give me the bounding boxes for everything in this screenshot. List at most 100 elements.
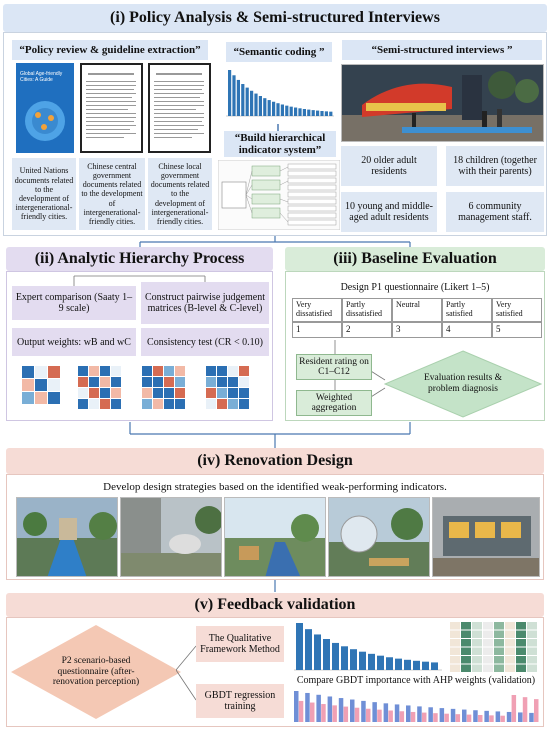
- heatmap-cell: [450, 664, 460, 672]
- heatmap-cell: [153, 399, 163, 409]
- heatmap-cell: [111, 366, 121, 376]
- un-documents-card: United Nations documents related to the …: [12, 158, 76, 230]
- decor-bar: [534, 699, 539, 722]
- heatmap-cell: [100, 377, 110, 387]
- heatmap-cell: [48, 366, 60, 378]
- semantic-coding-chart: [220, 64, 338, 124]
- heatmap-cell: [483, 647, 493, 655]
- heatmap-cell: [175, 399, 185, 409]
- heatmap-cell: [48, 379, 60, 391]
- weighted-aggregation-box: Weighted aggregation: [296, 390, 372, 416]
- decor-bar: [305, 692, 310, 722]
- local-document-image: [148, 63, 211, 153]
- heatmap-cell: [206, 399, 216, 409]
- interviewee-young-adults: 10 young and middle-aged adult residents: [341, 192, 437, 232]
- heatmap-cell: [494, 622, 504, 630]
- decor-bar: [350, 649, 357, 670]
- decor-bar: [343, 706, 349, 722]
- heatmap-cell: [450, 639, 460, 647]
- heatmap-cell: [461, 622, 471, 630]
- heatmap-cell: [111, 399, 121, 409]
- decor-bar: [506, 711, 512, 722]
- interview-header: “Semi-structured interviews ”: [342, 40, 542, 60]
- heatmap-cell: [206, 377, 216, 387]
- section-3-frame: [285, 271, 545, 421]
- document-lines-icon: [86, 73, 136, 138]
- ahp-step-consistency-test: Consistency test (CR < 0.10): [141, 328, 269, 356]
- decor-bar: [406, 705, 411, 722]
- renovation-render-1: [16, 497, 118, 577]
- heatmap-cell: [494, 656, 504, 664]
- decor-bar: [361, 700, 366, 722]
- heatmap-cell: [217, 366, 227, 376]
- decor-bar: [377, 655, 384, 670]
- likert-label: Very satisfied: [492, 298, 542, 322]
- decor-bar: [388, 710, 393, 722]
- decor-bar: [250, 90, 254, 116]
- heatmap-cell: [111, 388, 121, 398]
- heatmap-cell: [494, 630, 504, 638]
- decor-bar: [386, 657, 393, 670]
- section-2-header: (ii) Analytic Hierarchy Process: [6, 247, 273, 271]
- heatmap-cell: [450, 630, 460, 638]
- heatmap-cell: [164, 366, 174, 376]
- globe-icon: [25, 101, 65, 141]
- decor-bar: [307, 109, 311, 116]
- section-5-header: (v) Feedback validation: [6, 593, 544, 617]
- decor-bar: [368, 653, 375, 670]
- decor-bar: [321, 704, 326, 722]
- evaluation-diamond-text: Evaluation results & problem diagnosis: [423, 373, 503, 394]
- heatmap-cell: [461, 664, 471, 672]
- decor-bar: [324, 111, 328, 116]
- heatmap-cell: [516, 647, 526, 655]
- heatmap-cell: [483, 639, 493, 647]
- ahp-step-construct-matrices: Construct pairwise judgement matrices (B…: [141, 282, 269, 324]
- heatmap-cell: [217, 388, 227, 398]
- renovation-render-4: [328, 497, 430, 577]
- ahp-step-output-weights: Output weights: wB and wC: [12, 328, 136, 356]
- heatmap-cell: [164, 377, 174, 387]
- section-1-frame: [3, 32, 547, 236]
- heatmap-cell: [494, 664, 504, 672]
- interviewee-children: 18 children (together with their parents…: [446, 146, 544, 186]
- heatmap-cell: [164, 388, 174, 398]
- decor-bar: [350, 699, 355, 722]
- likert-label: Partly dissatisfied: [342, 298, 392, 322]
- likert-value: 3: [392, 322, 442, 338]
- heatmap-cell: [100, 399, 110, 409]
- heatmap-cell: [78, 377, 88, 387]
- heatmap-cell: [450, 647, 460, 655]
- heatmap-cell: [472, 622, 482, 630]
- decor-bar: [372, 702, 377, 722]
- decor-bar: [462, 709, 467, 722]
- heatmap-cell: [527, 647, 537, 655]
- decor-bar: [377, 709, 382, 722]
- heatmap-cell: [505, 647, 515, 655]
- policy-header: “Policy review & guideline extraction”: [12, 40, 208, 60]
- heatmap-cell: [217, 377, 227, 387]
- heatmap-cell: [516, 656, 526, 664]
- interviewee-older-adults: 20 older adult residents: [341, 146, 437, 186]
- likert-label: Neutral: [392, 298, 442, 322]
- correlation-heatmap: [450, 622, 537, 672]
- hierarchy-diagram-thumbnail: [218, 160, 340, 230]
- decor-bar: [522, 697, 528, 722]
- heatmap-cell: [228, 399, 238, 409]
- heatmap-cell: [22, 392, 34, 404]
- heatmap-cell: [228, 388, 238, 398]
- policy-book-cover: Global Age-friendly Cities: A Guide: [16, 63, 74, 153]
- render-image: [17, 498, 117, 576]
- comparison-caption: Compare GBDT importance with AHP weights…: [296, 674, 536, 686]
- heatmap-cell: [78, 366, 88, 376]
- decor-bar: [310, 702, 315, 722]
- heatmap-cell: [142, 388, 152, 398]
- heatmap-cell: [153, 377, 163, 387]
- heatmap-cell: [527, 639, 537, 647]
- likert-value: 1: [292, 322, 342, 338]
- decor-bar: [332, 642, 339, 670]
- central-documents-card: Chinese central government documents rel…: [79, 158, 145, 230]
- heatmap-cell: [516, 622, 526, 630]
- heatmap-cell: [175, 388, 185, 398]
- decor-bar: [484, 710, 489, 722]
- heatmap-cell: [239, 388, 249, 398]
